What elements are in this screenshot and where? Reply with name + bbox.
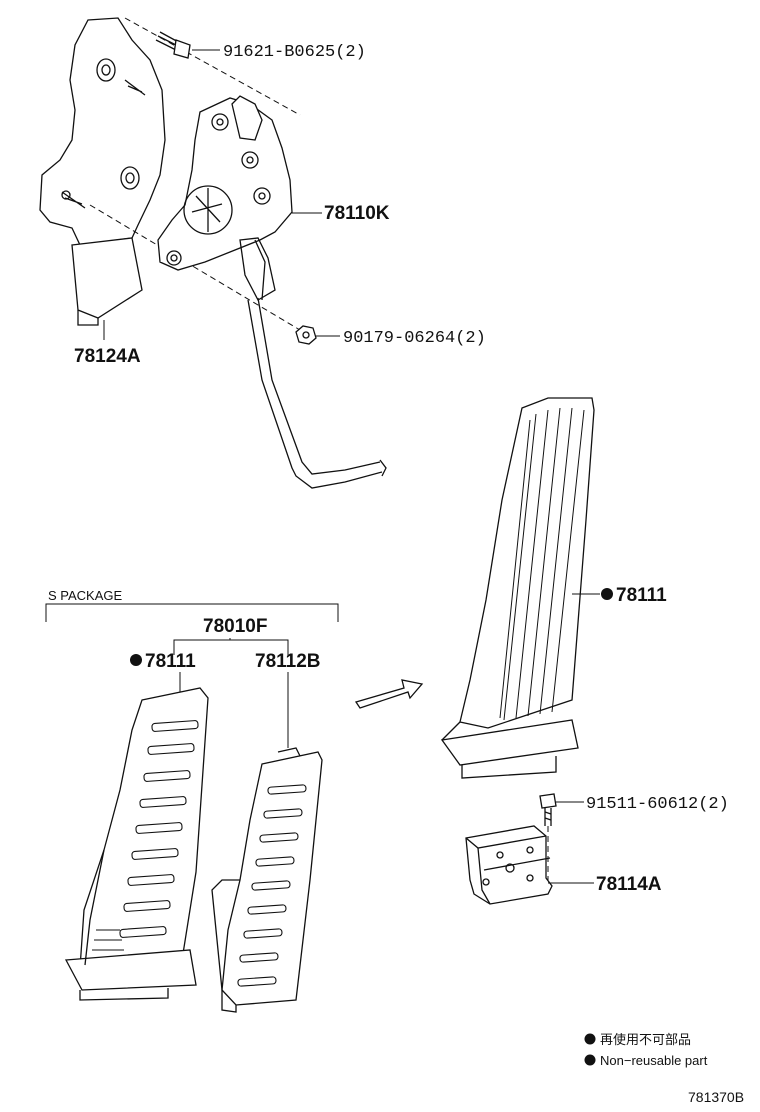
alignment-line-top bbox=[124, 17, 301, 116]
legend-dot-en bbox=[584, 1054, 596, 1066]
label-package-assy: 78010F bbox=[203, 616, 267, 637]
legend-en-text: Non−reusable part bbox=[600, 1053, 708, 1068]
pedal-pad-s-package bbox=[64, 687, 209, 1001]
pedal-cover-s-package bbox=[211, 747, 323, 1013]
label-pad-main: 78111 bbox=[616, 585, 667, 606]
pad-bracket-78114a bbox=[465, 825, 553, 905]
bracket-78124a bbox=[39, 17, 166, 326]
pedal-arm bbox=[247, 297, 387, 489]
label-nut: 90179-06264(2) bbox=[343, 329, 486, 348]
label-screw: 91511-60612(2) bbox=[586, 795, 729, 814]
package-assy-tree bbox=[173, 638, 289, 655]
label-pad-bracket: 78114A bbox=[596, 874, 662, 895]
non-reusable-dot-main bbox=[601, 588, 613, 600]
label-sensor-assy: 78110K bbox=[324, 203, 390, 224]
alignment-line-bottom bbox=[89, 204, 301, 331]
legend-jp-text: 再使用不可部品 bbox=[600, 1032, 691, 1047]
diagram-code: 781370B bbox=[688, 1089, 744, 1105]
legend-dot-jp bbox=[584, 1033, 596, 1045]
label-package-name: S PACKAGE bbox=[48, 588, 123, 603]
pedal-pad-main bbox=[440, 397, 595, 779]
screw-icon bbox=[539, 793, 557, 826]
label-pad-pkg: 78111 bbox=[145, 651, 196, 672]
nut-icon bbox=[295, 325, 317, 345]
legend: 再使用不可部品 Non−reusable part bbox=[584, 1032, 708, 1068]
label-bracket: 78124A bbox=[74, 346, 141, 367]
sensor-assembly-78110k bbox=[157, 95, 293, 301]
package-bracket-line bbox=[45, 603, 339, 622]
bolt-icon bbox=[155, 31, 191, 59]
label-pad-pkg-cover: 78112B bbox=[255, 651, 321, 672]
arrow-right-icon bbox=[354, 679, 424, 709]
label-bolt-top: 91621-B0625(2) bbox=[223, 43, 366, 62]
non-reusable-dot bbox=[130, 654, 142, 666]
